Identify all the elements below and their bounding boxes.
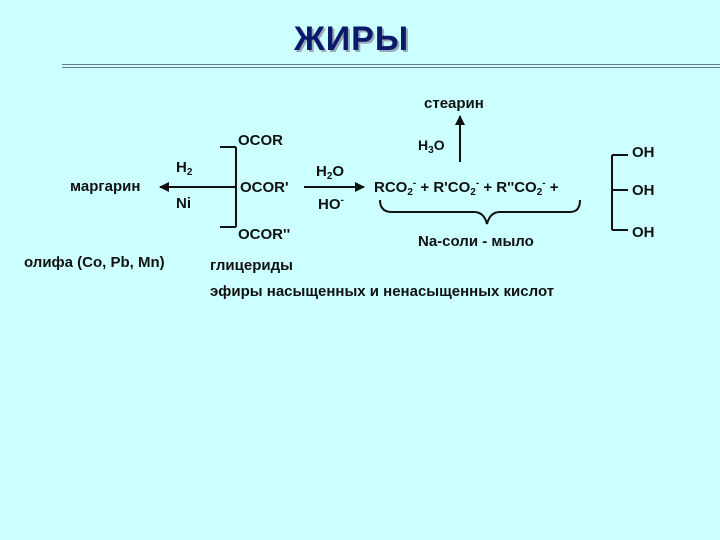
h2o-reagent: H2O <box>316 163 345 182</box>
h2-reagent: H2 <box>176 159 193 178</box>
esters-label: эфиры насыщенных и ненасыщенных кислот <box>210 283 555 300</box>
curly-brace <box>379 199 581 225</box>
na-soap-label: Na-соли - мыло <box>418 233 534 250</box>
title-divider-line <box>62 64 720 65</box>
hydroxide-reagent: HO- <box>318 195 344 213</box>
oh-middle: OH <box>632 182 655 199</box>
ocor-middle: OCOR' <box>240 179 289 196</box>
ni-catalyst: Ni <box>176 195 191 212</box>
h3o-reagent: H3O <box>418 137 445 156</box>
ocor-top: OCOR <box>238 132 283 149</box>
carboxylate-products: RCO2- + R'CO2- + R''CO2- + <box>374 178 559 198</box>
oh-bottom: OH <box>632 224 655 241</box>
title-divider-line <box>62 67 720 68</box>
oh-top: OH <box>632 144 655 161</box>
olifa-label: олифа (Co, Pb, Mn) <box>24 254 165 271</box>
page-title: ЖИРЫ <box>294 20 410 58</box>
triglyceride-skeleton <box>220 146 237 228</box>
ocor-bottom: OCOR'' <box>238 226 291 243</box>
glycerides-label: глицериды <box>210 257 293 274</box>
stearin-label: стеарин <box>424 95 484 112</box>
glycerol-skeleton <box>611 154 628 231</box>
margarin-label: маргарин <box>70 178 141 195</box>
